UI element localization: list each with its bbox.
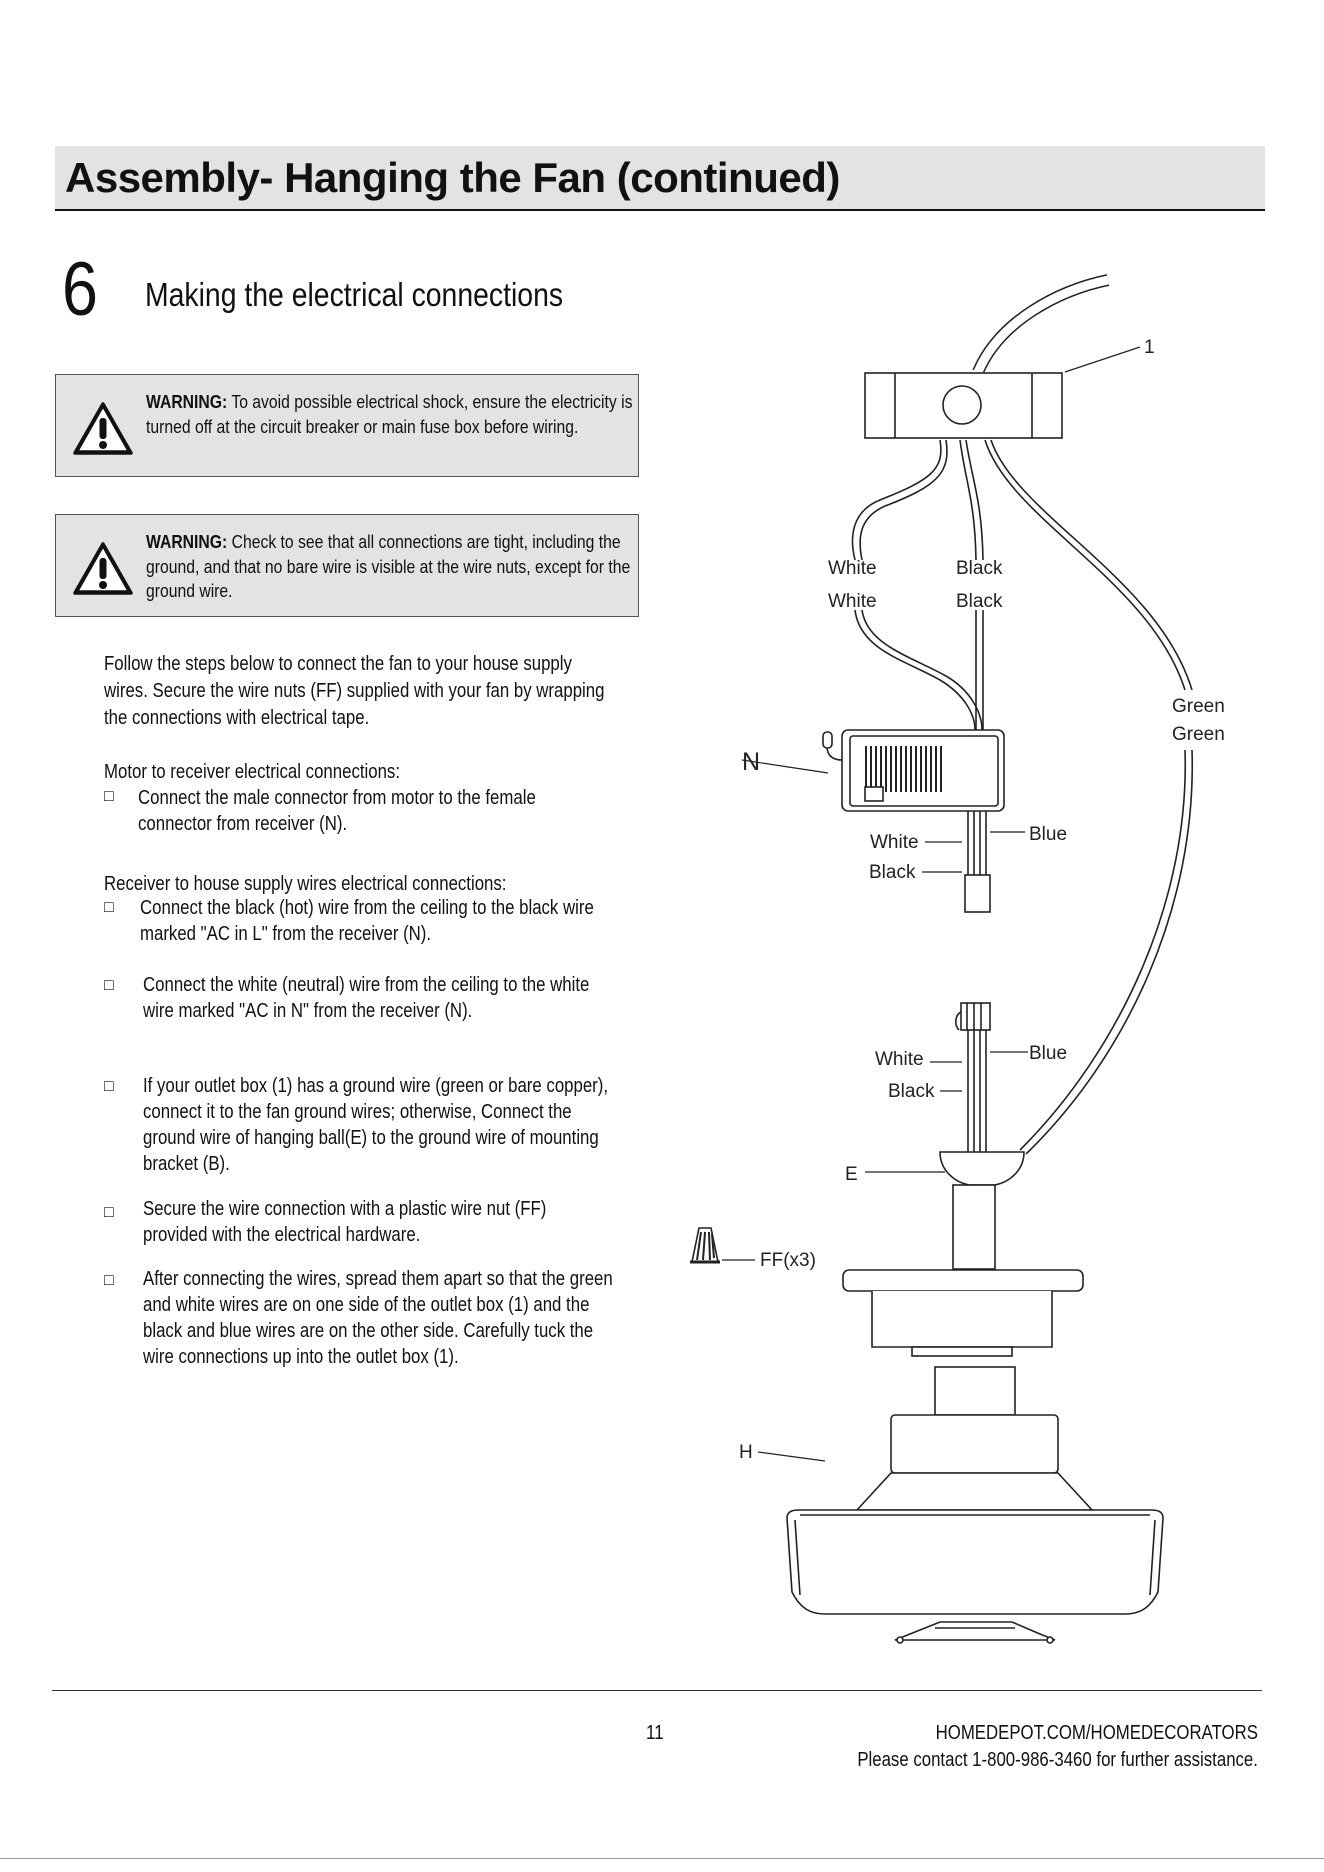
label-outlet-box: 1	[1144, 337, 1155, 358]
list-item: Secure the wire connection with a plasti…	[143, 1198, 547, 1246]
warning-text: WARNING: Check to see that all connectio…	[146, 531, 631, 601]
label-motor-housing: H	[739, 1442, 753, 1463]
list-item: Connect the male connector from motor to…	[138, 787, 536, 835]
bullet-glyph: □	[104, 977, 114, 994]
bullet-glyph: □	[104, 788, 114, 805]
bullet-glyph: □	[104, 1204, 114, 1221]
page-title: Assembly- Hanging the Fan (continued)	[65, 154, 840, 201]
label-white-lower: White	[828, 591, 877, 612]
wiring-diagram: 1 White White Black Black Green Green N …	[690, 274, 1225, 1644]
footer-site: HOMEDEPOT.COM/HOMEDECORATORS	[935, 1722, 1258, 1744]
label-receiver: N	[742, 748, 760, 776]
label-motor-black: Black	[888, 1081, 935, 1102]
page-number: 11	[646, 1722, 664, 1744]
label-green-lower: Green	[1172, 724, 1225, 745]
label-white-upper: White	[828, 558, 877, 579]
list-item: After connecting the wires, spread them …	[143, 1268, 613, 1368]
step-title: Making the electrical connections	[145, 276, 564, 313]
label-receiver-blue: Blue	[1029, 824, 1067, 845]
label-green-upper: Green	[1172, 696, 1225, 717]
label-receiver-black: Black	[869, 862, 916, 883]
warning-text: WARNING: To avoid possible electrical sh…	[146, 391, 633, 437]
label-wire-nut: FF(x3)	[760, 1250, 816, 1271]
label-motor-blue: Blue	[1029, 1043, 1067, 1064]
page-edge	[0, 1858, 1324, 1859]
footer-contact: HOMEDEPOT.COM/HOMEDECORATORS Please cont…	[857, 1720, 1258, 1774]
label-hanging-ball: E	[845, 1164, 858, 1185]
warning-box-shock: WARNING: To avoid possible electrical sh…	[55, 374, 639, 477]
footer-phone: Please contact 1-800-986-3460 for furthe…	[857, 1749, 1258, 1771]
section-header: Assembly- Hanging the Fan (continued)	[55, 146, 1265, 211]
warning-triangle-icon	[73, 542, 133, 595]
receiver-section-heading: Receiver to house supply wires electrica…	[104, 873, 507, 895]
motor-section-heading: Motor to receiver electrical connections…	[104, 761, 400, 783]
label-black-upper: Black	[956, 558, 1003, 579]
list-item: If your outlet box (1) has a ground wire…	[143, 1075, 609, 1175]
intro-paragraph: Follow the steps below to connect the fa…	[104, 653, 605, 729]
list-item: Connect the black (hot) wire from the ce…	[140, 897, 594, 945]
warning-triangle-icon	[73, 402, 133, 455]
list-item: Connect the white (neutral) wire from th…	[143, 974, 590, 1022]
label-motor-white: White	[875, 1049, 924, 1070]
warning-box-connections: WARNING: Check to see that all connectio…	[55, 514, 639, 617]
bullet-glyph: □	[104, 899, 114, 916]
label-black-lower: Black	[956, 591, 1003, 612]
step-number: 6	[62, 247, 98, 332]
label-receiver-white: White	[870, 832, 919, 853]
bullet-glyph: □	[104, 1272, 114, 1289]
footer-divider	[52, 1690, 1262, 1691]
bullet-glyph: □	[104, 1078, 114, 1095]
